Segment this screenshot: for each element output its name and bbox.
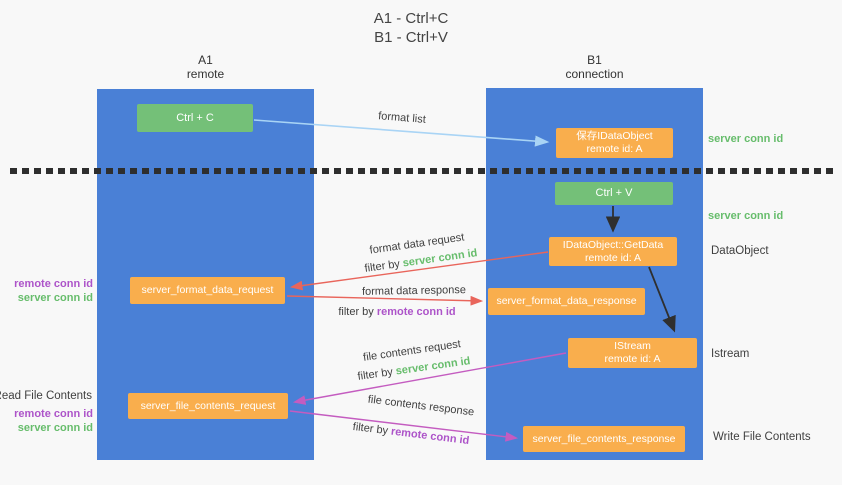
format-data-response-label: format data response [361,284,467,298]
ctrl-c-label: Ctrl + C [176,111,214,124]
ctrl-v-box: Ctrl + V [555,182,673,205]
getdata-line2: remote id: A [584,251,642,264]
format-response-label: server_format_data_response [496,295,637,307]
format-request-label: server_format_data_request [141,284,274,296]
file-contents-response-label: file contents response [367,393,475,419]
server-conn-id-left-2: server conn id [17,422,93,434]
column-b1-name: B1 [587,53,602,67]
save-idataobject-line1: 保存IDataObject [576,130,653,142]
column-header-a1: A1 remote [97,53,314,81]
ctrl-c-box: Ctrl + C [137,104,253,132]
dataobject-label: DataObject [711,245,769,257]
column-a1-role: remote [186,67,225,81]
remote-conn-id-text: remote conn id [390,425,470,448]
istream-line2: remote id: A [604,353,661,365]
remote-conn-id-text: remote conn id [376,306,456,318]
server-conn-id-text: server conn id [394,355,472,378]
diagram-title: A1 - Ctrl+C B1 - Ctrl+V [301,9,521,47]
server-conn-id-right-top: server conn id [708,133,784,145]
filter-by-text: filter by [352,420,389,438]
istream-line1: IStream [614,340,651,352]
file-response-label: server_file_contents_response [532,432,676,445]
read-file-contents-label: Read File Contents [0,390,92,402]
file-request-box: server_file_contents_request [128,393,288,419]
getdata-box: IDataObject::GetData remote id: A [549,237,677,266]
title-line-2: B1 - Ctrl+V [374,29,448,46]
write-file-contents-label: Write File Contents [713,431,811,443]
remote-conn-id-left-1: remote conn id [14,278,93,290]
file-request-label: server_file_contents_request [140,399,276,412]
ctrl-v-label: Ctrl + V [595,187,633,199]
filter-by-text: filter by [338,306,374,318]
server-conn-id-right-mid: server conn id [708,210,784,222]
format-response-box: server_format_data_response [488,288,645,315]
filter-by-text: filter by [356,366,394,383]
format-request-box: server_format_data_request [130,277,285,304]
title-line-1: A1 - Ctrl+C [373,10,449,27]
remote-conn-id-left-2: remote conn id [14,408,93,420]
column-a1-name: A1 [198,53,213,67]
server-conn-id-left-1: server conn id [17,292,93,304]
save-idataobject-line2: remote id: A [586,143,643,155]
filter-by-text: filter by [363,258,401,275]
save-idataobject-box: 保存IDataObject remote id: A [556,128,673,158]
getdata-line1: IDataObject::GetData [562,238,664,251]
istream-box: IStream remote id: A [568,338,697,368]
dashed-separator-line [10,168,835,174]
column-b1-role: connection [565,67,624,81]
column-header-b1: B1 connection [486,53,703,81]
file-response-box: server_file_contents_response [523,426,685,452]
format-list-label: format list [377,110,427,126]
istream-side-label: Istream [711,348,750,360]
